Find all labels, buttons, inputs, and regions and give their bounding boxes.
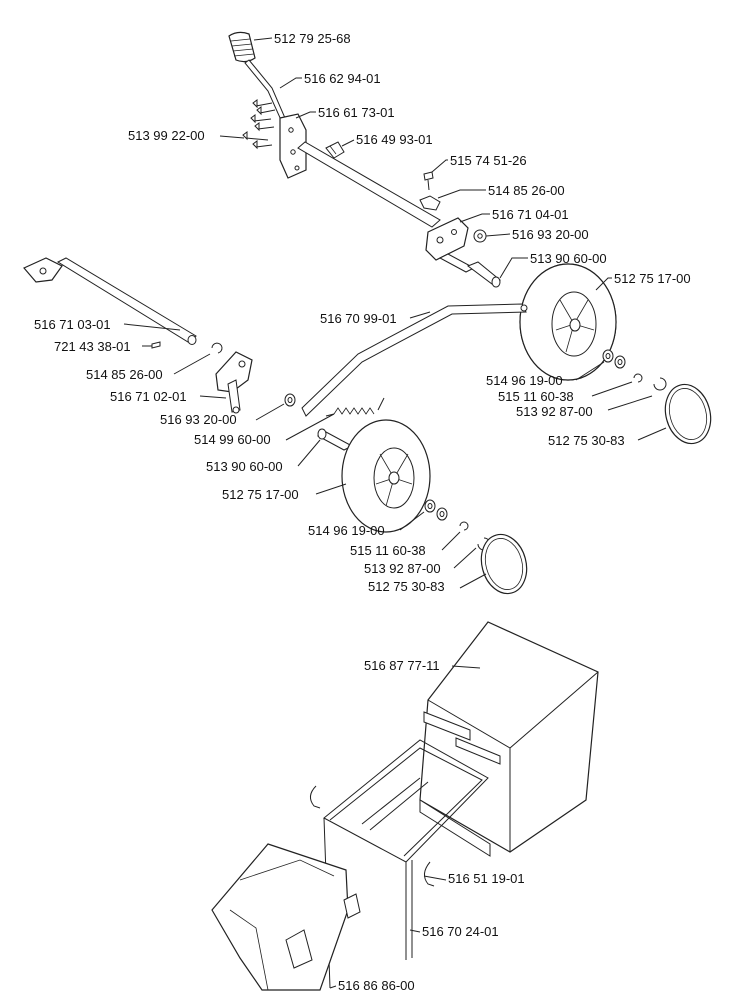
part-label: 514 96 19-00 [308, 523, 385, 538]
part-label: 515 11 60-38 [350, 543, 426, 558]
height-lever-rod [244, 59, 286, 121]
part-label: 513 90 60-00 [206, 459, 283, 474]
part-label: 721 43 38-01 [54, 339, 131, 354]
part-label: 516 71 03-01 [34, 317, 111, 332]
grass-bag-516-87-77 [419, 621, 599, 857]
clip-515-11-lower [459, 521, 469, 531]
front-wheel-lower [341, 419, 431, 533]
part-label: 516 71 04-01 [492, 207, 569, 222]
hubcap-512-75-30-lower [480, 533, 528, 595]
part-label: 516 51 19-01 [448, 871, 525, 886]
part-label: 512 75 30-83 [368, 579, 445, 594]
part-label: 516 70 24-01 [422, 924, 499, 939]
part-label: 516 87 77-11 [364, 658, 440, 673]
screw-515 [423, 171, 434, 191]
clip-515-11-upper [633, 373, 643, 383]
pins-516-51-19 [310, 785, 435, 887]
bracket-514-upper [419, 195, 441, 211]
part-label: 516 62 94-01 [304, 71, 381, 86]
pivot-plate-516-71-02 [215, 351, 253, 414]
part-label: 516 71 02-01 [110, 389, 187, 404]
part-label: 513 90 60-00 [530, 251, 607, 266]
screws-group [242, 99, 276, 150]
part-label: 516 61 73-01 [318, 105, 395, 120]
link-rod-516-70-99 [301, 303, 528, 417]
part-label: 515 11 60-38 [498, 389, 574, 404]
part-label: 513 99 22-00 [128, 128, 205, 143]
retainer-513-92-upper [653, 377, 667, 391]
rear-wheel-upper [519, 263, 617, 381]
part-label: 516 86 86-00 [338, 978, 415, 993]
lever-bracket [279, 113, 307, 179]
washers-514-96-upper [602, 349, 626, 369]
part-label: 516 93 20-00 [512, 227, 589, 242]
hubcap-512-75-30-upper [664, 383, 712, 445]
part-label: 512 79 25-68 [274, 31, 351, 46]
washer-516-93-lower [284, 393, 296, 407]
part-label: 514 99 60-00 [194, 432, 271, 447]
rear-axle-tube [297, 141, 441, 228]
part-label: 515 74 51-26 [450, 153, 527, 168]
part-label: 513 92 87-00 [364, 561, 441, 576]
pivot-plate-516-71-04 [425, 217, 469, 261]
front-axle-516-71-03 [23, 257, 197, 345]
part-label: 512 75 30-83 [548, 433, 625, 448]
part-label: 514 85 26-00 [86, 367, 163, 382]
part-label: 516 70 99-01 [320, 311, 397, 326]
leader-lines [123, 37, 667, 989]
washers-514-96-lower [424, 499, 448, 521]
pin-721-43 [151, 341, 161, 349]
part-label: 516 93 20-00 [160, 412, 237, 427]
part-labels: 512 79 25-68 516 62 94-01 516 61 73-01 5… [34, 31, 691, 993]
part-label: 512 75 17-00 [614, 271, 691, 286]
part-label: 516 49 93-01 [356, 132, 433, 147]
part-label: 513 92 87-00 [516, 404, 593, 419]
axle-pin-upper [438, 253, 501, 288]
washer-516-93-upper [473, 229, 487, 243]
clip-514-85-lower [211, 342, 223, 354]
part-label: 514 85 26-00 [488, 183, 565, 198]
part-label: 514 96 19-00 [486, 373, 563, 388]
rear-flap-516-86-86 [211, 843, 361, 991]
height-lever-knob [228, 31, 256, 63]
axle-pin-lower [316, 428, 354, 451]
part-label: 512 75 17-00 [222, 487, 299, 502]
clip-small [325, 141, 345, 159]
spring-514-99-60 [325, 397, 385, 417]
